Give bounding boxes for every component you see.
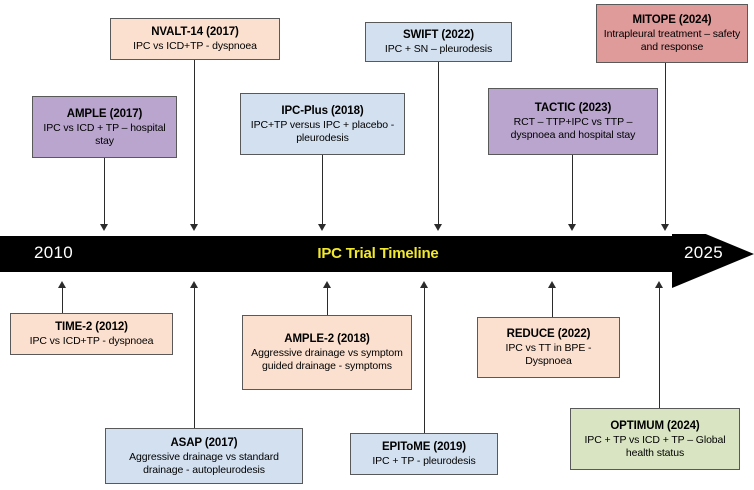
trial-box-ipc-plus[interactable]: IPC-Plus (2018) IPC+TP versus IPC + plac… [240,93,405,155]
trial-title: EPIToME (2019) [381,441,467,454]
trial-description: IPC vs ICD+TP - dyspnoea [29,335,154,348]
trial-description: IPC vs ICD + TP – hospital stay [43,121,166,147]
trial-title: IPC-Plus (2018) [281,104,364,117]
timeline-start-year: 2010 [34,243,74,262]
trial-description: IPC+TP versus IPC + placebo - pleurodesi… [250,118,395,144]
connector-optimum [659,288,660,408]
trial-title: AMPLE-2 (2018) [284,333,370,346]
connector-arrowhead-swift [434,224,442,231]
connector-ample [104,158,105,225]
trial-title: TACTIC (2023) [534,102,612,115]
connector-mitope [665,63,666,225]
connector-arrowhead-ample [100,224,108,231]
connector-ample-2 [327,288,328,316]
connector-arrowhead-tactic [568,224,576,231]
connector-asap [194,288,195,428]
connector-arrowhead-reduce [548,281,556,288]
trial-description: IPC vs ICD+TP - dyspnoea [133,40,257,53]
trial-title: MITOPE (2024) [632,14,712,27]
connector-nvalt-14 [194,59,195,225]
connector-tactic [572,155,573,225]
trial-box-swift[interactable]: SWIFT (2022) IPC + SN – pleurodesis [365,22,512,62]
trial-description: RCT – TTP+IPC vs TTP – dyspnoea and hosp… [510,116,636,141]
timeline-title: IPC Trial Timeline [317,245,439,262]
trial-title: SWIFT (2022) [402,29,474,42]
trial-title: OPTIMUM (2024) [610,419,700,432]
trial-box-ample[interactable]: AMPLE (2017) IPC vs ICD + TP – hospital … [32,96,177,158]
connector-swift [438,62,439,225]
trial-title: ASAP (2017) [170,436,238,449]
connector-arrowhead-asap [190,281,198,288]
connector-ipc-plus [322,155,323,225]
connector-epitome [424,288,425,433]
connector-arrowhead-ample-2 [323,281,331,288]
trial-box-mitope[interactable]: MITOPE (2024) Intrapleural treatment – s… [596,4,748,63]
connector-arrowhead-time-2 [58,281,66,288]
trial-description: IPC + SN – pleurodesis [384,43,493,56]
connector-arrowhead-nvalt-14 [190,224,198,231]
trial-box-reduce[interactable]: REDUCE (2022) IPC vs TT in BPE - Dyspnoe… [477,317,620,378]
trial-title: NVALT-14 (2017) [151,26,239,39]
trial-box-epitome[interactable]: EPIToME (2019) IPC + TP - pleurodesis [350,433,498,475]
trial-box-asap[interactable]: ASAP (2017) Aggressive drainage vs stand… [105,428,303,484]
timeline-end-year: 2025 [684,243,724,262]
trial-description: Aggressive drainage vs standard drainage… [129,450,279,476]
trial-title: REDUCE (2022) [506,328,591,341]
connector-reduce [552,288,553,318]
trial-description: IPC + TP vs ICD + TP – Global health sta… [584,433,726,459]
connector-arrowhead-ipc-plus [318,224,326,231]
trial-description: IPC vs TT in BPE - Dyspnoea [505,342,592,367]
trial-box-ample-2[interactable]: AMPLE-2 (2018) Aggressive drainage vs sy… [242,315,412,390]
trial-description: Intrapleural treatment – safety and resp… [603,28,741,53]
trial-description: IPC + TP - pleurodesis [372,455,476,468]
connector-arrowhead-epitome [420,281,428,288]
timeline-arrow [0,234,754,288]
trial-description: Aggressive drainage vs symptom guided dr… [251,347,403,372]
connector-time-2 [62,288,63,314]
connector-arrowhead-mitope [661,224,669,231]
trial-title: AMPLE (2017) [66,107,143,120]
trial-box-optimum[interactable]: OPTIMUM (2024) IPC + TP vs ICD + TP – Gl… [570,408,740,470]
trial-box-tactic[interactable]: TACTIC (2023) RCT – TTP+IPC vs TTP – dys… [488,88,658,155]
trial-title: TIME-2 (2012) [55,321,128,334]
trial-box-nvalt-14[interactable]: NVALT-14 (2017) IPC vs ICD+TP - dyspnoea [110,18,280,60]
trial-box-time-2[interactable]: TIME-2 (2012) IPC vs ICD+TP - dyspnoea [10,313,173,355]
connector-arrowhead-optimum [655,281,663,288]
